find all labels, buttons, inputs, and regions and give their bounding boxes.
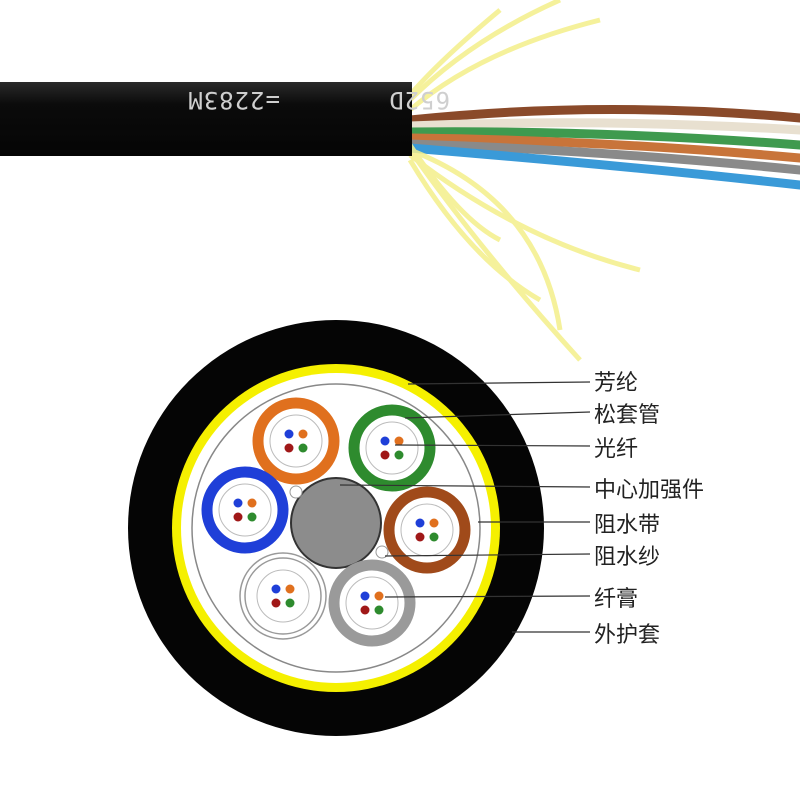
fiber-gel [345,576,399,630]
length-mark-print: =2283M [187,86,280,114]
optical-fiber [271,584,281,594]
loose-tube [239,552,327,640]
optical-fiber [360,605,370,615]
water-blocking-tape-line [191,383,481,673]
component-label: 芳纶 [594,371,638,396]
optical-fiber [394,450,404,460]
cable-cross-section [128,320,544,736]
cable-jacket [0,82,412,156]
component-label: 中心加强件 [594,478,704,503]
component-label: 光纤 [594,437,638,462]
optical-fiber [415,532,425,542]
optical-fiber [429,518,439,528]
fiber-type-print: 652D [388,86,450,114]
aramid-yarn [407,0,641,362]
fiber-gel [218,483,272,537]
optical-fiber [298,443,308,453]
leader-lines [339,381,591,633]
optical-fiber [285,598,295,608]
fiber-gel [269,414,323,468]
optical-fiber [380,450,390,460]
component-label: 松套管 [594,403,660,428]
water-blocking-yarn [375,545,389,559]
optical-fiber [285,584,295,594]
component-label: 外护套 [594,623,660,648]
water-blocking-yarn [289,485,303,499]
loose-tube [201,466,289,554]
optical-fiber [247,498,257,508]
component-label: 阻水纱 [594,545,660,570]
optical-fiber [374,591,384,601]
optical-fiber [415,518,425,528]
optical-fiber [429,532,439,542]
cable-photo: =2283M 652D [0,0,800,362]
optical-fiber [380,436,390,446]
fiber-gel [256,569,310,623]
optical-fiber [284,429,294,439]
optical-fiber [233,512,243,522]
optical-fiber [271,598,281,608]
central-strength-member [290,477,382,569]
optical-fiber [360,591,370,601]
loose-tube [328,559,416,647]
optical-fiber [298,429,308,439]
fiber-gel [365,421,419,475]
optical-fiber [284,443,294,453]
optical-fiber [233,498,243,508]
loose-tube [383,486,471,574]
optical-fiber [247,512,257,522]
optical-fiber [394,436,404,446]
loose-tube [348,404,436,492]
optical-fiber [374,605,384,615]
fiber-strands [405,104,800,190]
component-label: 纤膏 [594,587,638,612]
component-label: 阻水带 [594,513,660,538]
loose-tube [252,397,340,485]
